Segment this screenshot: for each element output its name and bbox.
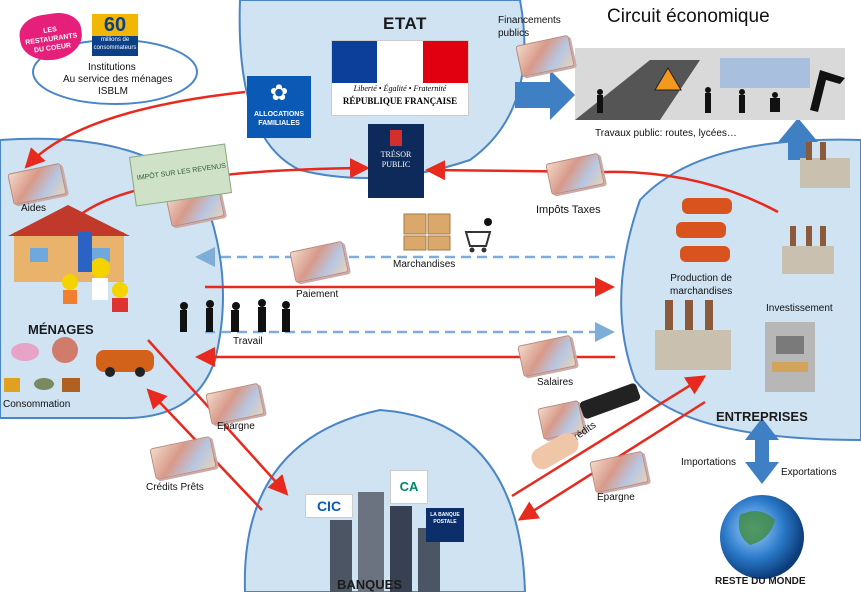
bank-towers [330, 492, 440, 592]
consommation-items [4, 337, 154, 392]
epargne-entreprises-label: Epargne [597, 492, 635, 503]
rf-name: République Française [342, 96, 458, 106]
aides-label: Aides [21, 203, 47, 214]
cic-logo-text: CIC [316, 498, 342, 514]
reste-du-monde-title: Reste du monde [715, 576, 806, 587]
marchandises-label: Marchandises [393, 259, 456, 270]
entreprises-title: Entreprises [716, 409, 808, 424]
cars-illustration [676, 198, 732, 262]
importations-label: Importations [681, 457, 737, 468]
cartoon-family [62, 232, 128, 312]
workers-silhouettes [597, 70, 845, 113]
institutions-line3: ISBLM [98, 86, 129, 97]
republique-francaise-logo: Liberté • Égalité • Fraternité Républiqu… [331, 40, 469, 116]
circuit-title: Circuit économique [607, 6, 770, 27]
impots-taxes-label: Impôts Taxes [536, 204, 601, 216]
tresor-label-1: TRÉSOR [380, 150, 412, 159]
impot-document-label: IMPÔT SUR LES REVENUS [136, 162, 227, 183]
menages-title: Ménages [28, 322, 94, 337]
caf-label-2: FAMILIALES [258, 120, 300, 127]
rf-motto: Liberté • Égalité • Fraternité [353, 84, 447, 93]
financements-label: Financements publics [498, 15, 561, 39]
tresor-slot-icon [390, 130, 402, 146]
restos-logo-text: LES RESTAURANTS DU COEUR [24, 26, 78, 55]
import-export-arrow [745, 418, 779, 484]
factory-icons [655, 142, 850, 370]
poste-logo-text: LA BANQUE POSTALE [430, 512, 460, 525]
60-millions-number: 60 [92, 14, 138, 36]
tresor-label-2: PUBLIC [381, 160, 411, 169]
banques-title: Banques [337, 577, 403, 592]
travaux-label: Travaux public: routes, lycées… [595, 128, 737, 139]
caf-label-1: ALLOCATIONS [253, 111, 305, 118]
warning-sign-icon [654, 67, 682, 91]
travail-silhouettes [180, 299, 290, 332]
epargne-menages-label: Epargne [217, 421, 255, 432]
salaires-label: Salaires [537, 377, 574, 388]
caf-logo: ✿ ALLOCATIONS FAMILIALES [247, 76, 311, 138]
production-label: Production de marchandises [670, 273, 733, 297]
paiement-label: Paiement [296, 289, 339, 300]
tresor-public-box: TRÉSOR PUBLIC [368, 124, 424, 198]
institutions-line2: Au service des ménages [63, 74, 173, 85]
cic-logo: CIC [305, 494, 353, 518]
60-millions-logo: 60 millions de consommateurs [92, 14, 138, 56]
institutions-line1: Institutions [88, 62, 136, 73]
credit-agricole-logo: CA [390, 470, 428, 504]
credits-prets-label: Crédits Prêts [146, 482, 204, 493]
machinery-icon [765, 322, 815, 392]
marchandises-boxes [403, 213, 492, 253]
arrow-impot-entreprises [425, 160, 779, 214]
arrow-credits-entreprises [511, 375, 707, 498]
arrow-aides [24, 90, 246, 169]
exportations-label: Exportations [781, 467, 837, 478]
etat-title: Etat [383, 14, 427, 33]
60-millions-sub: millions de consommateurs [93, 37, 137, 51]
investissement-label: Investissement [766, 303, 833, 314]
caf-family-icon: ✿ [269, 80, 289, 105]
travail-label: Travail [233, 336, 263, 347]
financements-arrow [515, 70, 575, 120]
consommation-label: Consommation [3, 399, 71, 410]
banques-zone [243, 408, 527, 592]
ca-logo-text: CA [399, 479, 419, 494]
banque-postale-logo: LA BANQUE POSTALE [426, 508, 464, 542]
